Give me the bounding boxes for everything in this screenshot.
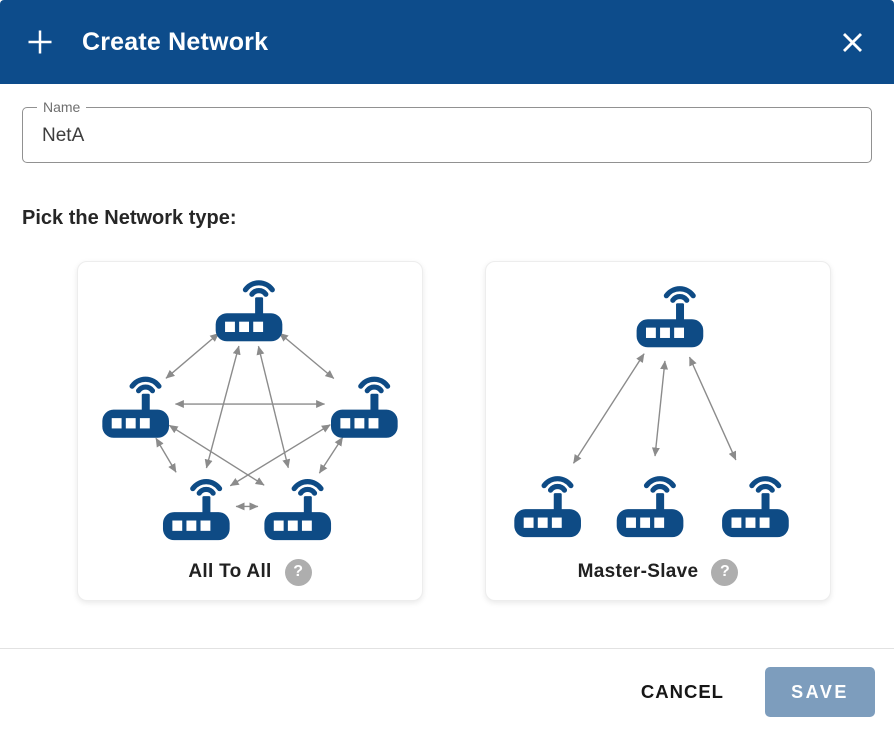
link-arrow (279, 332, 335, 380)
card-caption: All To All ? (188, 558, 312, 586)
link-arrow (204, 345, 241, 469)
help-icon[interactable]: ? (711, 558, 739, 586)
close-button[interactable] (837, 27, 868, 58)
link-arrow (688, 356, 737, 461)
link-arrow (165, 332, 220, 379)
router-icon (514, 479, 581, 538)
dialog-footer: CANCEL SAVE (0, 649, 894, 735)
cancel-button[interactable]: CANCEL (633, 667, 732, 717)
link-arrow (168, 424, 265, 486)
link-arrow (256, 345, 291, 469)
router-icon (331, 379, 398, 438)
link-arrow (318, 436, 344, 474)
name-field-label: Name (37, 99, 87, 115)
link-arrow (155, 437, 177, 473)
name-field: Name (22, 99, 872, 163)
router-icon (264, 482, 331, 541)
link-arrow (229, 424, 331, 487)
dialog-header: Create Network (0, 0, 894, 84)
help-icon[interactable]: ? (284, 558, 312, 586)
card-caption: Master-Slave ? (578, 558, 739, 586)
network-type-card-master-slave[interactable]: Master-Slave ? (485, 261, 831, 601)
section-title: Pick the Network type: (22, 207, 237, 229)
option-label: Master-Slave (577, 561, 699, 582)
save-button[interactable]: SAVE (765, 667, 875, 717)
dialog-title: Create Network (82, 27, 269, 56)
router-icon (102, 379, 169, 438)
master-slave-topology-diagram (486, 262, 830, 558)
router-icon (163, 482, 230, 541)
name-input[interactable] (23, 108, 871, 162)
router-icon (637, 289, 704, 348)
router-icon (722, 479, 789, 538)
option-label: All To All (188, 561, 272, 582)
footer-divider (0, 648, 894, 649)
network-type-options: All To All ? Master-Slave ? (0, 261, 894, 601)
link-arrow (572, 353, 645, 464)
router-icon (216, 283, 283, 342)
router-icon (617, 479, 684, 538)
plus-icon (26, 28, 54, 56)
link-arrow (651, 360, 669, 457)
all-to-all-topology-diagram (78, 262, 422, 558)
close-icon (841, 31, 864, 54)
network-type-card-all-to-all[interactable]: All To All ? (77, 261, 423, 601)
